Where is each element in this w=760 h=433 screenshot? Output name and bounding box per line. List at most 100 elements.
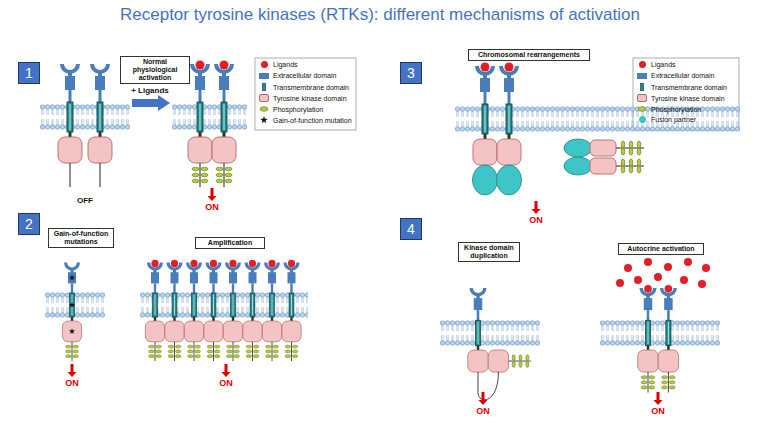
fusion-partner [473,165,498,195]
bound-ligand [151,260,158,267]
phosphorylation-mark [512,361,515,367]
membrane [40,104,130,130]
panel-label-box: Normal physiological activation [120,56,190,84]
autocrine-receptor [638,285,658,393]
legend-swatch [639,116,646,123]
membrane [140,292,308,318]
receptor-on [223,263,242,361]
legend-entry: Tyrosine kinase domain [637,94,725,102]
legend-entry: Transmembrane domain [637,83,727,91]
phosphorylation-set [216,167,232,183]
bound-ligand [288,260,295,267]
legend-symbol [259,116,269,124]
bound-ligand [229,260,236,267]
on-arrow [654,392,663,405]
receptor-off [58,64,82,187]
free-ligand [698,280,706,288]
panel-label-box: Gain-of-function mutations [48,228,114,248]
legend-text: Transmembrane domain [273,84,349,91]
legend-swatch [259,94,269,102]
on-arrow [479,392,488,405]
fusion-partner [497,165,522,195]
amplified-receptor [282,260,301,361]
bound-ligand [644,285,652,293]
legend-entry: Tyrosine kinase domain [259,94,347,102]
phosphorylation-set [192,167,208,183]
legend-entry: Phosphorylation [259,105,323,113]
membrane [172,104,247,130]
kinase-domain [488,350,508,372]
membrane-bilayer [45,292,105,318]
panel-label-box: Chromosomal rearrangements [468,49,590,61]
legend-swatch [639,61,646,68]
kinase-domain [590,158,616,174]
legend-text: Transmembrane domain [651,84,727,91]
legend-text: Ligands [651,61,676,68]
legend-entry: Gain-of-function mutation [259,116,352,124]
free-ligand [624,264,632,272]
amplified-receptor [204,260,223,361]
free-ligand [644,258,652,266]
panel-number: 3 [400,62,422,84]
phosphorylation-mark [629,166,633,173]
phosphorylation-mark [526,361,529,367]
phosphorylation-mark [637,166,641,173]
legend-symbol [259,83,269,91]
transmembrane-symbol [263,83,266,91]
state-label: ON [643,406,673,416]
phosphorylation-mark [629,141,633,148]
fusion-partner [564,139,592,157]
title-text: Receptor tyrosine kinases (RTKs): differ… [120,5,640,24]
panel-label-box: Kinase domain duplication [458,242,520,262]
legend-frame [255,58,356,130]
phosphorylation-set [149,345,162,357]
membrane-bilayer [440,320,540,346]
diagram-title: Receptor tyrosine kinases (RTKs): differ… [0,5,760,25]
phosphorylation-set [285,345,298,357]
on-arrow [222,364,231,377]
cytoplasmic-fusion [564,139,644,175]
mutation-star [69,328,75,334]
receptor-on [145,263,164,361]
phosphorylation-mark [637,159,641,166]
membrane-bilayer [172,104,247,130]
phosphorylation-symbol [260,107,268,111]
phosphorylation-mark [621,166,625,173]
receptor-on [165,263,184,361]
legend-entry: Phosphorylation [637,105,701,113]
on-arrow [532,201,541,214]
free-ligand [654,273,662,281]
membrane-bilayer [140,292,308,318]
panel-number: 1 [18,62,40,84]
state-label: ON [197,202,227,212]
panel-number: 2 [18,213,40,235]
receptor-on [638,288,658,393]
legend-swatch [259,73,269,79]
receptor-off [88,64,112,187]
panel-label: Gain-of-function mutations [51,230,111,246]
panel-label: Normal physiological activation [123,58,187,82]
bound-ligand [171,260,178,267]
phosphorylation-set [227,345,240,357]
receptor-on [62,263,81,361]
free-ligand [680,276,688,284]
panel-label-box: Autocrine activation [618,243,704,255]
fusion-partner [564,157,592,175]
legend-entry: Fusion partner [637,116,696,123]
free-ligand [634,276,642,284]
phosphorylation-mark [519,355,522,361]
phosphorylation-mark [621,141,625,148]
free-ligand [664,263,672,271]
kinase-domain [590,140,616,156]
amplified-receptor [262,260,281,361]
state-label: ON [521,215,551,225]
panel-label: Amplification [208,239,252,247]
legend-text: Phosphorylation [651,106,701,113]
state-label: ON [468,406,498,416]
membrane [455,106,740,132]
free-ligand [702,264,710,272]
on-arrow [68,364,77,377]
membrane-bilayer [40,104,130,130]
amplified-receptor [223,260,242,361]
